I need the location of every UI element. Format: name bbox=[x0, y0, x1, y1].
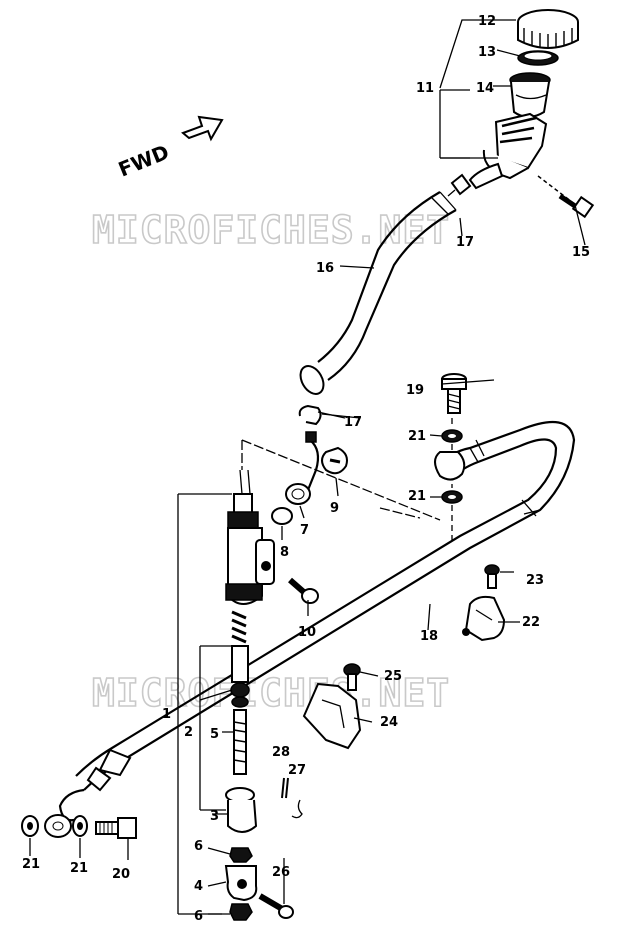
label-27: 27 bbox=[288, 763, 306, 778]
label-2: 2 bbox=[184, 725, 193, 740]
label-23: 23 bbox=[526, 573, 544, 588]
reservoir-hose bbox=[299, 191, 457, 395]
sealing-washer-lower bbox=[441, 490, 463, 504]
label-8: 8 bbox=[280, 545, 289, 560]
label-9: 9 bbox=[330, 501, 339, 516]
label-6-lower: 6 bbox=[194, 909, 203, 924]
clevis-4 bbox=[224, 865, 258, 902]
hose-clamp-top bbox=[447, 173, 472, 197]
label-1: 1 bbox=[162, 707, 171, 722]
fwd-label: FWD bbox=[115, 140, 173, 182]
piston-spring bbox=[231, 610, 247, 644]
forward-arrow-icon bbox=[181, 115, 224, 142]
label-10: 10 bbox=[298, 625, 316, 640]
label-5: 5 bbox=[210, 727, 219, 742]
hose-clamp-lower bbox=[298, 404, 346, 426]
reservoir-housing bbox=[440, 112, 548, 190]
hose-guide-22 bbox=[462, 595, 506, 642]
watermark-top: MICROFICHES.NET bbox=[92, 208, 450, 252]
label-24: 24 bbox=[380, 715, 398, 730]
cotter-pin-28 bbox=[281, 777, 289, 799]
banjo-bolt-19 bbox=[441, 373, 467, 414]
bolt-25 bbox=[343, 663, 361, 691]
hose-joint-7 bbox=[285, 431, 320, 505]
bolt-23 bbox=[484, 564, 500, 589]
label-21-lower-right: 21 bbox=[408, 489, 426, 504]
reservoir-diaphragm bbox=[517, 50, 559, 66]
push-rod-5 bbox=[233, 709, 247, 775]
label-22: 22 bbox=[522, 615, 540, 630]
piston bbox=[230, 645, 250, 708]
label-18: 18 bbox=[420, 629, 438, 644]
label-12: 12 bbox=[478, 14, 496, 29]
bolt-15 bbox=[537, 175, 595, 219]
part-labels: 1 2 3 4 5 6 6 7 8 9 10 11 12 13 14 15 16… bbox=[22, 14, 590, 924]
label-17-top: 17 bbox=[456, 235, 474, 250]
washer-21-middle bbox=[72, 815, 88, 837]
watermark-bottom: MICROFICHES.NET bbox=[92, 671, 450, 715]
washer-21-left bbox=[21, 815, 39, 837]
nut-6-upper bbox=[229, 847, 253, 863]
label-15: 15 bbox=[572, 245, 590, 260]
label-21-left: 21 bbox=[22, 857, 40, 872]
label-20: 20 bbox=[112, 867, 130, 882]
clevis-pin-26 bbox=[258, 893, 294, 919]
clip-9 bbox=[321, 446, 348, 475]
cotter-pin-27 bbox=[291, 799, 303, 819]
label-26: 26 bbox=[272, 865, 290, 880]
master-cylinder bbox=[225, 469, 275, 605]
bolt-10 bbox=[288, 577, 319, 604]
label-28: 28 bbox=[272, 745, 290, 760]
label-19: 19 bbox=[406, 383, 424, 398]
label-16: 16 bbox=[316, 261, 334, 276]
label-25: 25 bbox=[384, 669, 402, 684]
boot-3 bbox=[225, 787, 258, 833]
nut-6-lower bbox=[229, 903, 253, 921]
label-4: 4 bbox=[194, 879, 203, 894]
hose-guide-24 bbox=[302, 682, 362, 750]
reservoir-cap bbox=[517, 9, 579, 49]
sealing-washer-upper bbox=[441, 429, 463, 443]
label-6-upper: 6 bbox=[194, 839, 203, 854]
banjo-bolt-20 bbox=[95, 817, 137, 839]
label-7: 7 bbox=[300, 523, 309, 538]
label-13: 13 bbox=[478, 45, 496, 60]
brake-hose bbox=[44, 420, 576, 838]
label-ticks bbox=[29, 217, 520, 915]
reservoir-body bbox=[509, 72, 551, 118]
forward-direction-indicator: FWD bbox=[115, 115, 224, 182]
label-17-lower: 17 bbox=[344, 415, 362, 430]
label-11: 11 bbox=[416, 81, 434, 96]
label-21-middle: 21 bbox=[70, 861, 88, 876]
leader-lines bbox=[177, 19, 586, 915]
label-21-upper-right: 21 bbox=[408, 429, 426, 444]
label-3: 3 bbox=[210, 809, 219, 824]
label-14: 14 bbox=[476, 81, 494, 96]
o-ring-8 bbox=[271, 507, 293, 525]
